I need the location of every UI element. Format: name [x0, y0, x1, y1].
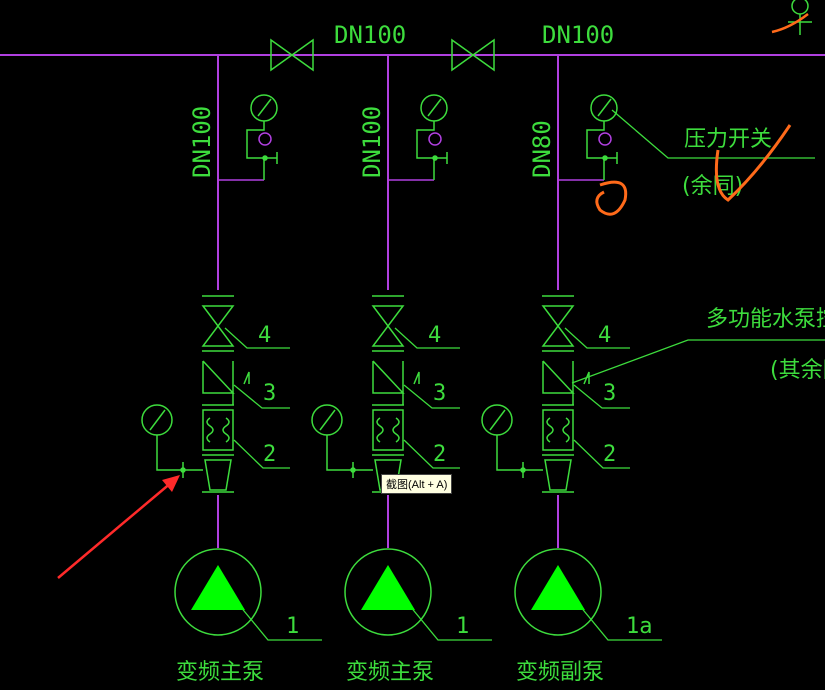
red-arrow-icon	[57, 475, 180, 579]
pump-label-3: 变频副泵	[516, 660, 604, 685]
flexible-joint-icon[interactable]	[542, 409, 574, 451]
pump-branch-2: DN100	[311, 55, 492, 685]
flexible-joint-icon[interactable]	[202, 409, 234, 451]
branch-3-dn: DN80	[528, 120, 556, 178]
branch-2-dn: DN100	[358, 106, 386, 178]
pump-triangle-icon	[531, 565, 585, 610]
header-valve-left-icon[interactable]	[270, 38, 314, 72]
label-joint-2: 2	[433, 442, 446, 467]
label-pump-2: 1	[456, 614, 469, 639]
label-pump-3: 1a	[626, 614, 653, 639]
reducer-icon[interactable]	[202, 454, 234, 493]
label-check-1: 3	[263, 381, 276, 406]
gate-valve-icon[interactable]	[371, 295, 405, 352]
suction-gauge-icon[interactable]	[311, 404, 373, 478]
pressure-switch-label: 压力开关	[684, 127, 772, 152]
pump-label-2: 变频主泵	[346, 660, 434, 685]
label-valve-2: 4	[428, 323, 441, 348]
label-check-2: 3	[433, 381, 446, 406]
orange-scribble-check	[714, 124, 792, 202]
gate-valve-icon[interactable]	[201, 295, 235, 352]
control-valve-note: (其余同	[770, 358, 825, 383]
flexible-joint-icon[interactable]	[372, 409, 404, 451]
pump-branch-3: DN80	[481, 55, 662, 685]
partial-symbol-icon	[788, 0, 812, 35]
pressure-switch-icon[interactable]	[416, 94, 448, 180]
control-valve-label: 多功能水泵控制	[706, 307, 825, 332]
check-valve-icon[interactable]	[372, 360, 420, 406]
header-dn-left: DN100	[334, 21, 406, 49]
pressure-switch-icon[interactable]	[246, 94, 278, 180]
pump-label-1: 变频主泵	[176, 660, 264, 685]
label-joint-1: 2	[263, 442, 276, 467]
label-valve-3: 4	[598, 323, 611, 348]
gate-valve-icon[interactable]	[541, 295, 575, 352]
suction-gauge-icon[interactable]	[481, 404, 543, 478]
pressure-switch-icon[interactable]	[586, 94, 618, 180]
orange-scribble-top	[771, 13, 809, 34]
label-valve-1: 4	[258, 323, 271, 348]
label-check-3: 3	[603, 381, 616, 406]
pump-casing-icon[interactable]	[344, 548, 432, 636]
suction-gauge-icon[interactable]	[141, 404, 203, 478]
pump-casing-icon[interactable]	[514, 548, 602, 636]
check-valve-icon[interactable]	[202, 360, 250, 406]
pump-triangle-icon	[361, 565, 415, 610]
pump-branch-1: DN100	[141, 55, 322, 685]
header-dn-right: DN100	[542, 21, 614, 49]
screenshot-tooltip: 截图(Alt + A)	[381, 474, 453, 494]
orange-scribble-circle	[595, 180, 628, 216]
check-valve-icon[interactable]	[542, 360, 590, 406]
control-valve-leader	[571, 339, 825, 384]
reducer-icon[interactable]	[542, 454, 574, 493]
header-valve-right-icon[interactable]	[451, 38, 495, 72]
pump-triangle-icon	[191, 565, 245, 610]
branch-1-dn: DN100	[188, 106, 216, 178]
label-joint-3: 2	[603, 442, 616, 467]
label-pump-1: 1	[286, 614, 299, 639]
pump-casing-icon[interactable]	[174, 548, 262, 636]
